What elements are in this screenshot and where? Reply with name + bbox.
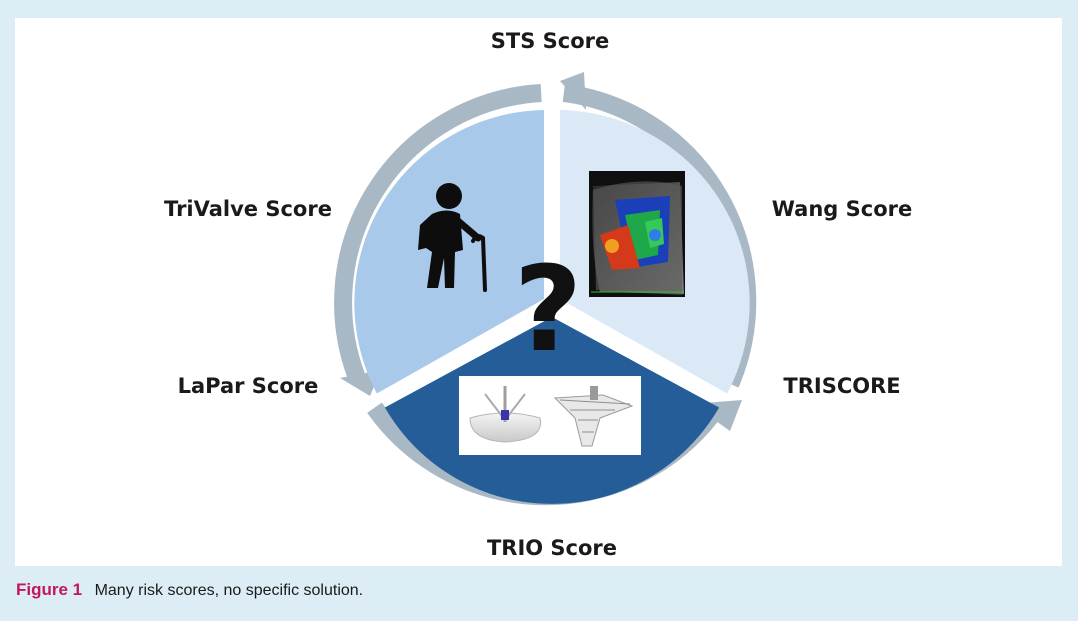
score-label-top: STS Score <box>491 29 609 53</box>
question-mark: ? <box>514 240 582 378</box>
score-label-lower-left: LaPar Score <box>178 374 319 398</box>
score-label-bottom: TRIO Score <box>487 536 617 560</box>
arrowhead-top <box>560 72 586 110</box>
score-label-upper-left: TriValve Score <box>164 197 332 221</box>
elderly-person-icon <box>418 183 487 292</box>
tricuspid-device-image <box>459 376 641 455</box>
score-label-lower-right: TRISCORE <box>783 374 900 398</box>
figure-caption: Figure 1 Many risk scores, no specific s… <box>16 580 363 600</box>
arrow-arc-left <box>334 84 542 380</box>
figure-caption-text: Many risk scores, no specific solution. <box>94 582 364 599</box>
echo-doppler-image <box>589 171 685 297</box>
figure-caption-label: Figure 1 <box>16 580 83 599</box>
score-label-upper-right: Wang Score <box>772 197 912 221</box>
